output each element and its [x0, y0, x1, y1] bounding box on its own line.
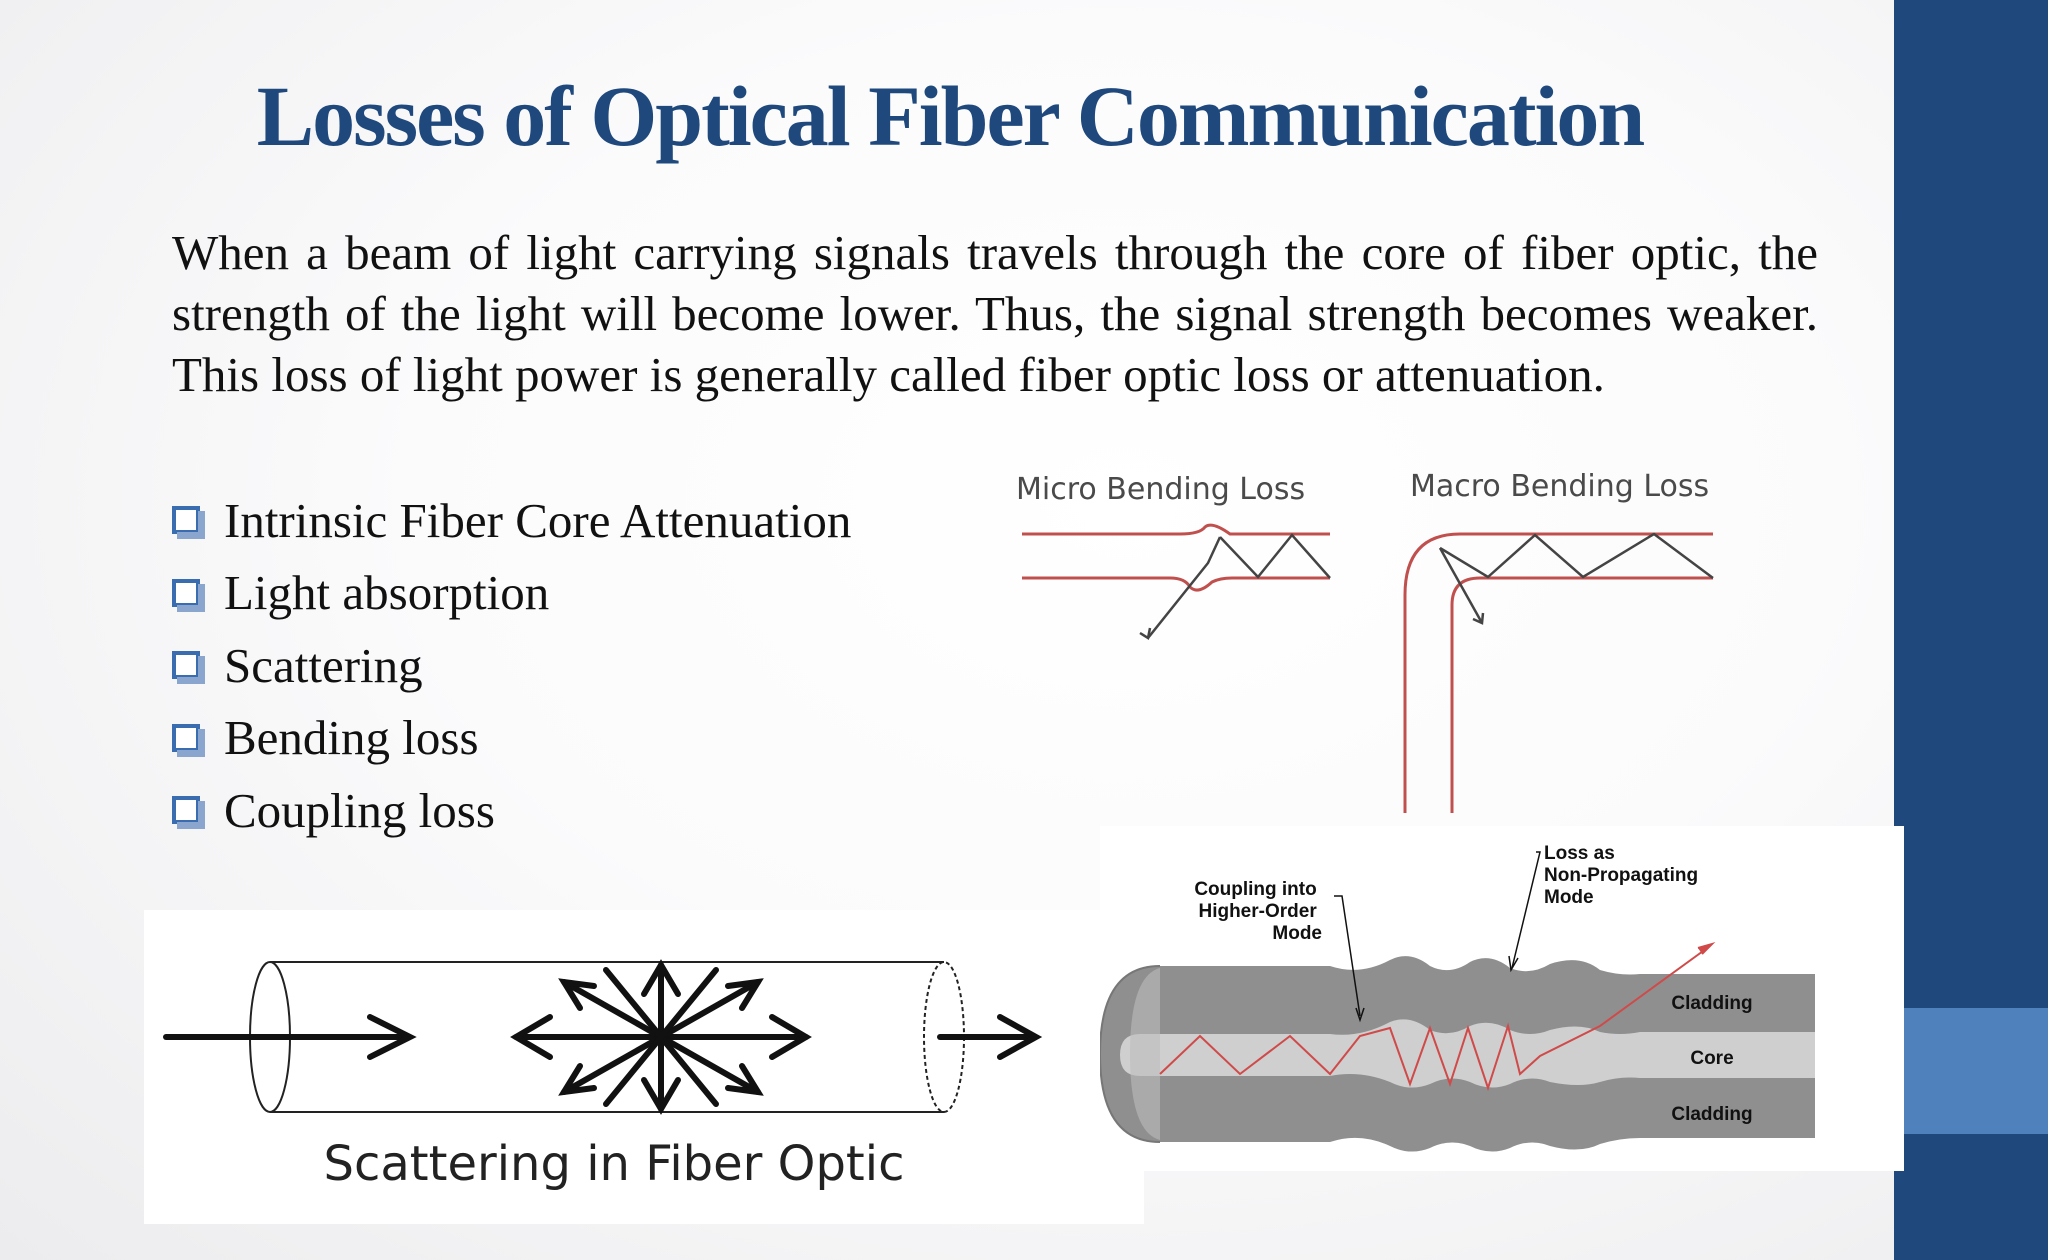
higher-order-label: Coupling into Higher-Order Mode [1194, 879, 1322, 944]
micro-bend-fiber-icon [1022, 523, 1331, 641]
list-item: Coupling loss [172, 774, 851, 847]
incoming-light-arrow-icon [163, 1014, 417, 1060]
cladding-top-label: Cladding [1671, 993, 1752, 1014]
scattering-burst-icon [510, 959, 812, 1115]
bending-loss-diagram: Micro Bending Loss Macro Bending Loss [1016, 469, 1714, 813]
scattering-figure: Scattering in Fiber Optic [144, 910, 1144, 1224]
light-ray-path-icon [1159, 941, 1716, 1092]
macro-bend-fiber-icon [1403, 532, 1714, 813]
list-item: Bending loss [172, 702, 851, 775]
outgoing-light-arrow-icon [937, 1014, 1043, 1060]
side-accent [1894, 1008, 2048, 1134]
list-item: Light absorption [172, 557, 851, 630]
intro-paragraph: When a beam of light carrying signals tr… [172, 225, 1818, 402]
micro-bending-label: Micro Bending Loss [1016, 472, 1305, 507]
macro-bending-label: Macro Bending Loss [1410, 469, 1709, 504]
list-item-label: Scattering [224, 637, 423, 693]
list-item-label: Coupling loss [224, 782, 495, 838]
checkbox-bullet-icon [172, 506, 205, 540]
cladding-bottom-label: Cladding [1671, 1104, 1752, 1125]
list-item: Scattering [172, 629, 851, 702]
non-propagating-label: Loss as Non-Propagating Mode [1544, 843, 1703, 908]
callout-lines-icon [1334, 851, 1541, 1023]
loss-list: Intrinsic Fiber Core Attenuation Light a… [172, 484, 851, 847]
list-item-label: Bending loss [224, 710, 479, 766]
core-label: Core [1690, 1048, 1733, 1069]
checkbox-bullet-icon [172, 723, 205, 757]
scattering-caption: Scattering in Fiber Optic [324, 1136, 905, 1192]
checkbox-bullet-icon [172, 651, 205, 685]
list-item-label: Intrinsic Fiber Core Attenuation [224, 492, 852, 548]
list-item: Intrinsic Fiber Core Attenuation [172, 484, 851, 557]
coupling-loss-figure: Coupling into Higher-Order Mode Loss as … [1100, 826, 1904, 1171]
fiber-cross-section-icon [1100, 956, 1815, 1152]
checkbox-bullet-icon [172, 796, 205, 830]
list-item-label: Light absorption [224, 565, 550, 621]
slide-title: Losses of Optical Fiber Communication [256, 68, 1645, 164]
checkbox-bullet-icon [172, 578, 205, 612]
